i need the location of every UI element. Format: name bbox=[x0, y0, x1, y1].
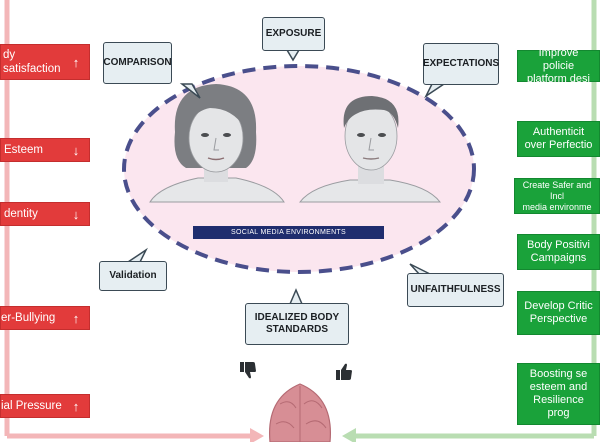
negative-effect-body-dissatisfaction: dy satisfaction ↑ bbox=[0, 44, 90, 80]
negative-effect-label: er-Bullying bbox=[1, 312, 56, 324]
social-media-ellipse bbox=[122, 64, 476, 274]
bubble-expectations: EXPECTATIONS bbox=[423, 43, 499, 85]
strategy-critical-perspective: Develop Critic Perspective bbox=[517, 291, 600, 335]
strategy-body-positivity: Body Positivi Campaigns bbox=[517, 234, 600, 270]
arrow-down-icon: ↓ bbox=[72, 142, 80, 158]
thumbs-up-icon bbox=[334, 362, 354, 387]
strategy-boosting-self-esteem: Boosting se esteem and Resilience prog bbox=[517, 363, 600, 425]
arrow-up-icon: ↑ bbox=[72, 54, 80, 70]
negative-effect-self-esteem: Esteem ↓ bbox=[0, 138, 90, 162]
thumbs-down-icon bbox=[238, 360, 258, 385]
arrow-up-icon: ↑ bbox=[72, 398, 80, 414]
bubble-idealized-body-standards: IDEALIZED BODY STANDARDS bbox=[245, 303, 349, 345]
bubble-comparison: COMPARISON bbox=[103, 42, 172, 84]
exposure-tail bbox=[285, 49, 301, 62]
negative-effect-label: Esteem bbox=[4, 144, 43, 156]
negative-effect-identity: dentity ↓ bbox=[0, 202, 90, 226]
expectations-tail bbox=[424, 83, 447, 99]
comparison-tail bbox=[179, 83, 201, 99]
arrow-down-icon: ↓ bbox=[72, 206, 80, 222]
negative-effect-label: dy satisfaction bbox=[3, 49, 61, 75]
man-face bbox=[298, 96, 442, 203]
negative-effect-social-pressure: ial Pressure ↑ bbox=[0, 394, 90, 418]
strategy-safer-environments: Create Safer and Incl media environme bbox=[514, 178, 600, 214]
brain-icon bbox=[268, 383, 332, 442]
left-arrowhead bbox=[250, 428, 264, 442]
woman-face bbox=[149, 84, 285, 203]
negative-effect-label: ial Pressure bbox=[1, 400, 62, 412]
negative-effect-cyber-bullying: er-Bullying ↑ bbox=[0, 306, 90, 330]
bubble-validation: Validation bbox=[99, 261, 167, 291]
social-media-environments-banner: SOCIAL MEDIA ENVIRONMENTS bbox=[193, 226, 384, 239]
strategy-improve-policies: Improve policie platform desi bbox=[517, 47, 600, 85]
idealized-tail bbox=[288, 288, 304, 305]
strategy-authenticity: Authenticit over Perfectio bbox=[517, 121, 600, 157]
negative-effect-label: dentity bbox=[4, 208, 38, 220]
arrow-up-icon: ↑ bbox=[72, 310, 80, 326]
bubble-exposure: EXPOSURE bbox=[262, 17, 325, 51]
right-arrowhead bbox=[342, 428, 356, 442]
bubble-unfaithfulness: UNFAITHFULNESS bbox=[407, 273, 504, 307]
